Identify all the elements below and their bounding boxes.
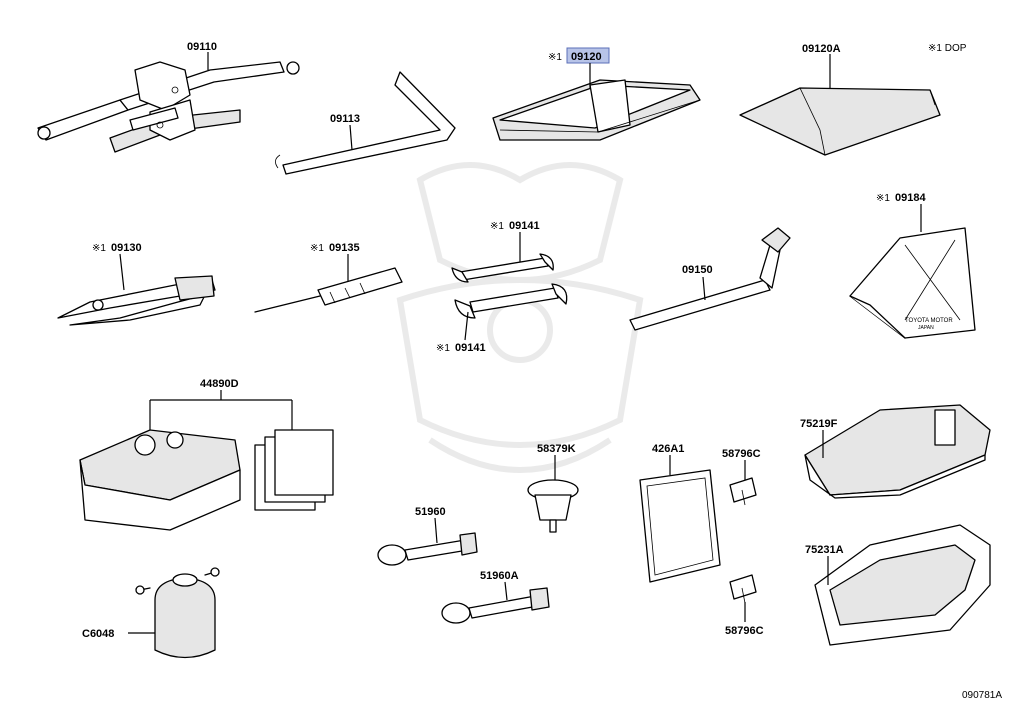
leader-51960A [504, 581, 508, 601]
part-58379K-cap[interactable] [527, 479, 579, 533]
watermark-mask-icon [396, 162, 644, 473]
part-09110-jack[interactable] [37, 61, 300, 153]
stamp-line2: JAPAN [918, 325, 934, 331]
part-09130-pliers[interactable] [57, 275, 216, 326]
label-51960: 51960 [415, 506, 446, 518]
label-426A1: 426A1 [652, 443, 684, 455]
label-58796C-upper: 58796C [722, 448, 761, 460]
diagram-id: 090781A [962, 690, 1002, 701]
label-09141-upper: 09141 [509, 220, 540, 232]
leader-09130 [119, 253, 125, 291]
mark-09141-upper: ※1 [490, 221, 504, 232]
label-09110: 09110 [187, 41, 217, 53]
label-09130: 09130 [111, 242, 142, 254]
label-C6048: C6048 [82, 628, 114, 640]
part-C6048-sealant-bottle[interactable] [135, 567, 220, 659]
part-09141-wrench-upper[interactable] [451, 253, 554, 283]
part-58796C-clip-a[interactable] [729, 477, 757, 506]
part-09113-jack-handle[interactable] [275, 71, 456, 175]
part-09141-wrench-lower[interactable] [454, 283, 568, 319]
part-09120A-pad[interactable] [739, 87, 941, 156]
part-44890D-repair-kit[interactable] [79, 429, 334, 531]
stamp-line1: TOYOTA MOTOR [905, 318, 953, 324]
leader-51960 [434, 517, 438, 544]
label-09120: 09120 [571, 51, 602, 63]
label-58796C-lower: 58796C [725, 625, 764, 637]
label-09184: 09184 [895, 192, 926, 204]
label-09135: 09135 [329, 242, 360, 254]
part-58796C-clip-b[interactable] [729, 574, 757, 604]
label-75219F: 75219F [800, 418, 838, 430]
part-09135-screwdriver[interactable] [254, 267, 403, 313]
label-58379K: 58379K [537, 443, 576, 455]
label-09120A: 09120A [802, 43, 841, 55]
label-09150: 09150 [682, 264, 713, 276]
label-09141-lower: 09141 [455, 342, 486, 354]
leader-09150 [702, 276, 706, 301]
leader-09113 [349, 124, 353, 151]
part-51960A-towing-eye[interactable] [441, 587, 550, 624]
part-75219F-tool-tray[interactable] [804, 404, 991, 499]
part-09150-lug-wrench[interactable] [629, 227, 791, 331]
part-51960-towing-eye[interactable] [377, 532, 478, 566]
mark-09141-lower: ※1 [436, 343, 450, 354]
label-44890D: 44890D [200, 378, 239, 390]
mark-09135: ※1 [310, 243, 324, 254]
leader-09141-lower [464, 311, 469, 341]
mark-09130: ※1 [92, 243, 106, 254]
legend-note: ※1 DOP [928, 43, 967, 54]
mark-09120: ※1 [548, 52, 562, 63]
highlight-box [566, 47, 610, 64]
label-75231A: 75231A [805, 544, 844, 556]
part-09184-warning-stand[interactable] [849, 227, 976, 339]
label-51960A: 51960A [480, 570, 519, 582]
part-09120-tool-bag[interactable] [492, 79, 701, 141]
part-75231A-spare-tray[interactable] [814, 524, 991, 646]
label-09113: 09113 [330, 113, 360, 125]
part-426A1-gasket[interactable] [639, 469, 721, 583]
mark-09184: ※1 [876, 193, 890, 204]
